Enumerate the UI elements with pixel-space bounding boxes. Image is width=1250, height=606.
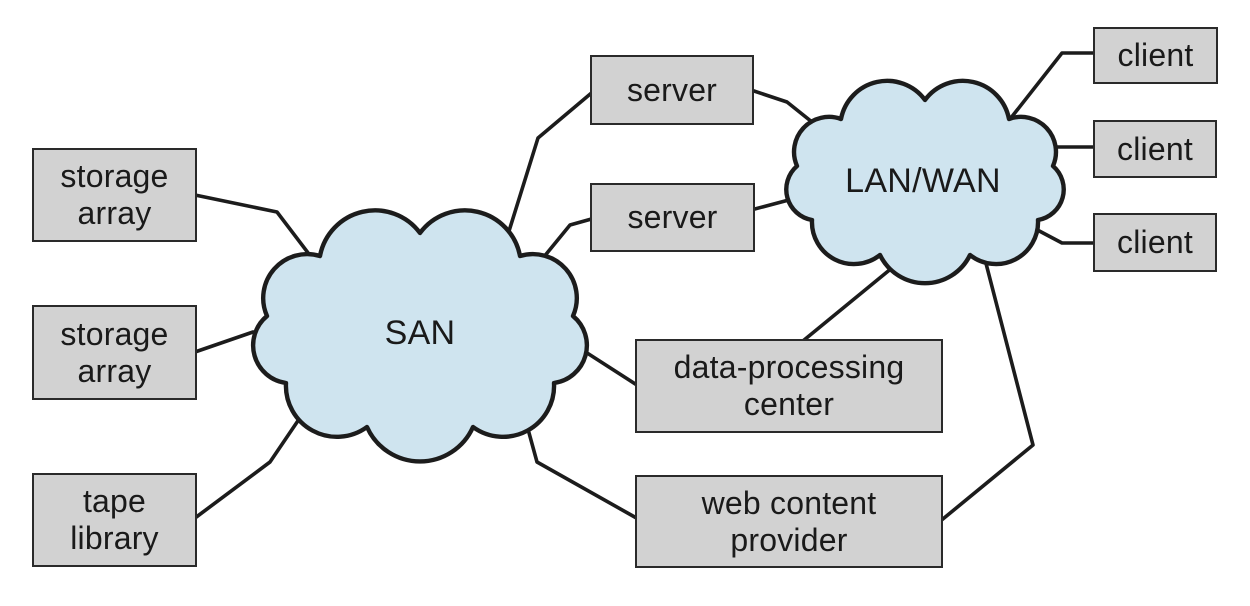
node-web-content-provider-label: web content provider bbox=[701, 484, 877, 558]
san-cloud-label: SAN bbox=[384, 314, 456, 352]
edge-storage-array-1-to-san bbox=[193, 193, 317, 264]
node-storage-array-2: storage array bbox=[32, 305, 197, 400]
lan-wan-cloud-label: LAN/WAN bbox=[845, 162, 1001, 200]
node-storage-array-1: storage array bbox=[32, 148, 197, 242]
lan-wan-cloud bbox=[784, 78, 1066, 286]
node-data-processing-center-label: data-processing center bbox=[673, 349, 905, 422]
edge-lan-wan-to-client-1 bbox=[1001, 51, 1099, 130]
node-client-1-label: client bbox=[1117, 37, 1194, 73]
node-server-2: server bbox=[590, 183, 755, 252]
edge-tape-library-to-san bbox=[193, 401, 312, 520]
node-tape-library: tape library bbox=[32, 473, 197, 567]
node-client-3: client bbox=[1093, 213, 1217, 272]
node-client-2-label: client bbox=[1117, 130, 1193, 167]
node-client-2: client bbox=[1093, 120, 1217, 178]
node-server-1-label: server bbox=[626, 71, 718, 108]
node-tape-library-label: tape library bbox=[70, 483, 159, 556]
san-cloud bbox=[250, 208, 590, 464]
node-server-1: server bbox=[590, 55, 754, 125]
node-server-2-label: server bbox=[627, 199, 718, 235]
node-data-processing-center: data-processing center bbox=[635, 339, 943, 433]
node-web-content-provider: web content provider bbox=[635, 475, 943, 568]
edge-lan-wan-to-web-content-provider bbox=[936, 246, 1035, 525]
node-storage-array-1-label: storage array bbox=[60, 158, 169, 231]
edge-san-to-server-1 bbox=[498, 88, 597, 262]
node-client-1: client bbox=[1093, 27, 1218, 84]
node-client-3-label: client bbox=[1117, 224, 1193, 260]
node-storage-array-2-label: storage array bbox=[60, 315, 169, 389]
